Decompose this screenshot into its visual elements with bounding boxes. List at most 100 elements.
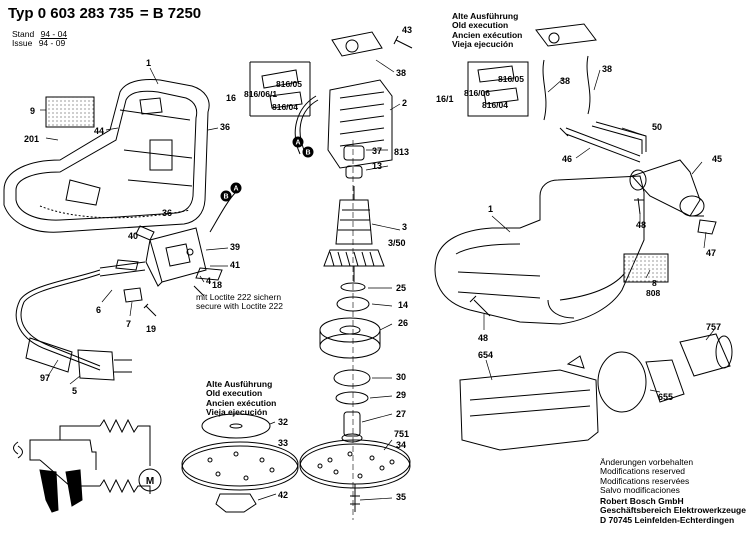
callout-27: 27 [396, 409, 406, 419]
hex-key-50 [591, 121, 647, 154]
circuit-schematic [13, 418, 162, 513]
marker-b-left-letter: B [223, 194, 228, 201]
callout-14: 14 [398, 300, 408, 310]
callout-36-b: 36 [162, 208, 172, 218]
callout-816-05-right: 816/05 [498, 74, 524, 84]
stand-value: 94 - 04 [40, 29, 68, 39]
callout-13: 13 [372, 161, 382, 171]
callout-38-mid: 38 [396, 68, 406, 78]
stand-line: Stand 94 - 04 [12, 30, 67, 39]
model-number: = B 7250 [139, 5, 202, 22]
wing-nut-47 [690, 215, 717, 235]
ring-29 [335, 391, 369, 405]
callout-42: 42 [278, 490, 288, 500]
modifications-notice: Änderungen vorbehalten Modifications res… [600, 457, 693, 496]
callout-39: 39 [230, 242, 240, 252]
callout-46: 46 [562, 154, 572, 164]
callout-7: 7 [126, 319, 131, 329]
callout-18: 18 [212, 280, 222, 290]
field-winding-2 [294, 31, 393, 169]
callout-816-05-mid: 816/05 [276, 79, 302, 89]
marker-b-mid-letter: B [305, 150, 310, 157]
motor-symbol: M [146, 476, 154, 487]
callout-816-04-mid: 816/04 [272, 102, 298, 112]
typ-label: Typ [8, 5, 34, 22]
leader-lines [40, 59, 715, 501]
callout-3-50: 3/50 [388, 238, 406, 248]
switch-assembly [145, 191, 237, 287]
callout-41: 41 [230, 260, 240, 270]
callout-32: 32 [278, 417, 288, 427]
label-plate-9 [45, 96, 95, 128]
callout-4: 4 [206, 276, 211, 286]
fan-26 [319, 317, 381, 359]
notice-fr: Modifications reservées [600, 475, 690, 486]
callout-808: 808 [646, 288, 660, 298]
callout-1-left: 1 [146, 58, 151, 68]
callout-50: 50 [652, 122, 662, 132]
callout-5: 5 [72, 386, 77, 396]
callout-36-a: 36 [220, 122, 230, 132]
variant-label-de: Alte Ausführung [452, 11, 519, 21]
screw-48-bottom [469, 295, 491, 317]
marker-a-left [230, 182, 242, 194]
callout-813: 813 [394, 147, 409, 157]
callout-38-right-a: 38 [560, 76, 570, 86]
washer-25 [340, 282, 366, 292]
variant-label-de: Alte Ausführung [206, 379, 273, 389]
marker-a-mid [292, 136, 304, 148]
callout-48-bottom: 48 [478, 333, 488, 343]
screw-35 [350, 484, 360, 512]
callout-19: 19 [146, 324, 156, 334]
company-name: Robert Bosch GmbH [600, 496, 684, 506]
callout-816-06-right: 816/06 [464, 88, 490, 98]
marker-a-mid-letter: A [295, 140, 300, 147]
bearing-30 [333, 369, 371, 387]
variant-label-bottom: Alte Ausführung Old execution Ancien exé… [206, 379, 277, 418]
notice-es: Salvo modificaciones [600, 485, 680, 496]
bearing-13-37 [343, 145, 365, 179]
header-typ-line: Typ 0 603 283 735 = B 7250 [8, 5, 201, 22]
callout-16-1: 16/1 [436, 94, 454, 104]
power-cable [15, 259, 146, 381]
callout-8: 8 [652, 278, 657, 288]
marker-b-left [220, 190, 232, 202]
callout-30: 30 [396, 372, 406, 382]
rod-46 [559, 127, 641, 163]
variant-label-en: Old execution [452, 20, 509, 31]
variant-label-fr: Ancien exécution [206, 397, 277, 408]
screw-43 [393, 35, 413, 49]
callout-655: 655 [658, 392, 673, 402]
loctite-note-en: secure with Loctite 222 [196, 301, 283, 312]
callout-9: 9 [30, 106, 35, 116]
clamp-40 [135, 225, 155, 241]
old-brush-holder [467, 23, 597, 121]
strain-relief-7 [123, 287, 143, 303]
callout-201: 201 [24, 134, 39, 144]
right-housing [434, 175, 645, 325]
callout-33: 33 [278, 438, 288, 448]
screw-18 [193, 285, 205, 297]
callout-37: 37 [372, 146, 382, 156]
callout-26: 26 [398, 318, 408, 328]
callout-48-top: 48 [636, 220, 646, 230]
callout-1-right: 1 [488, 204, 493, 214]
old-pad-assembly [181, 413, 299, 513]
issue-value: 94 - 09 [38, 38, 66, 48]
marker-b-mid [302, 146, 314, 158]
variant-label-en: Old execution [206, 388, 263, 399]
variant-label-fr: Ancien exécution [452, 29, 523, 40]
callout-34: 34 [396, 440, 406, 450]
part-number: 0 603 283 735 [37, 5, 134, 22]
company-address: D 70745 Leinfelden-Echterdingen [600, 514, 735, 525]
notice-en: Modifications reserved [600, 466, 686, 477]
callout-43: 43 [402, 25, 412, 35]
adapter-757 [679, 333, 733, 377]
issue-label: Issue [12, 38, 33, 48]
screw-48-top [634, 197, 644, 215]
callout-45: 45 [712, 154, 722, 164]
loctite-note: mit Loctite 222 sichern secure with Loct… [196, 292, 283, 312]
left-housing-shell [3, 79, 210, 233]
adapter-45 [629, 159, 705, 217]
